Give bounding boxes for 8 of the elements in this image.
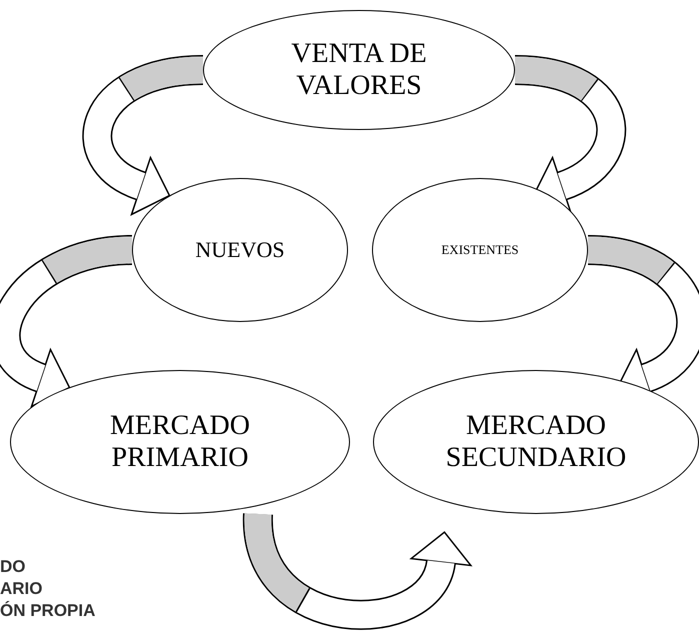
note-text: ÓN PROPIA bbox=[0, 600, 96, 622]
node-label: NUEVOS bbox=[195, 237, 285, 263]
node-label: EXISTENTES bbox=[441, 242, 519, 258]
note-text: DO bbox=[0, 556, 26, 578]
node-label: VENTA DE VALORES bbox=[290, 38, 428, 102]
note-text: ARIO bbox=[0, 578, 44, 600]
node-label: MERCADO SECUNDARIO bbox=[444, 410, 628, 474]
node-label: MERCADO PRIMARIO bbox=[108, 410, 251, 474]
